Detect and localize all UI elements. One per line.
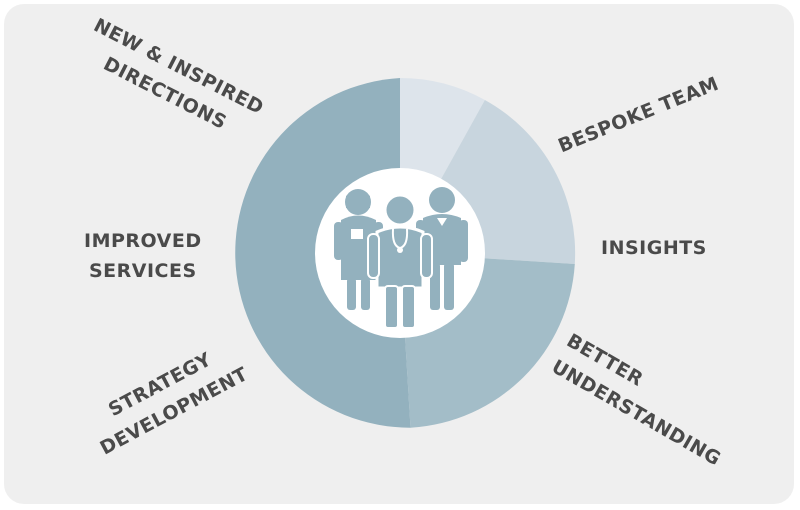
- label-improved-services: Improved Services: [84, 230, 202, 282]
- label-insights: Insights: [601, 237, 707, 259]
- medical-team-icon: [334, 187, 468, 329]
